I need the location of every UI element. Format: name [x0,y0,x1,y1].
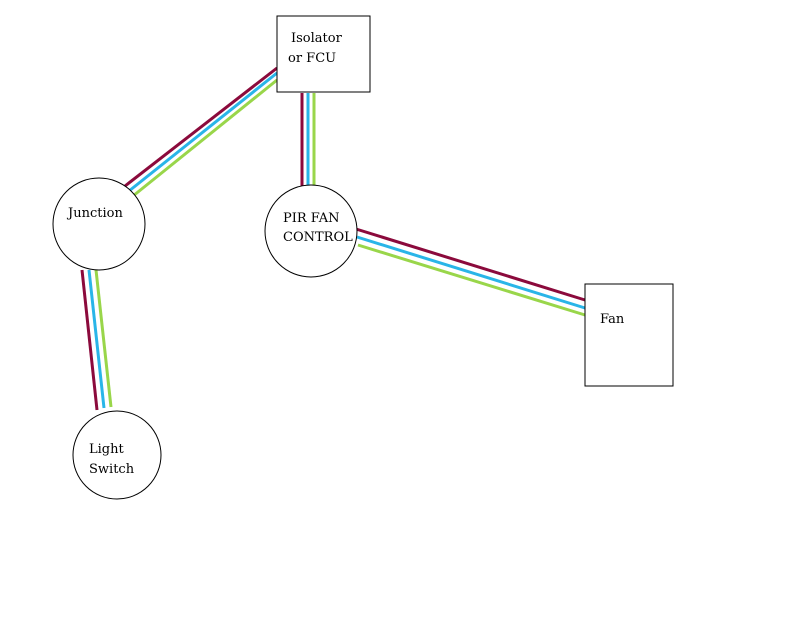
isolator-box [276,15,371,93]
wire-neutral [87,269,106,409]
wire-earth [94,269,113,408]
light-switch-circle [72,410,162,500]
cable-isolator-pir [300,93,316,187]
wire-earth [132,78,278,198]
light-switch-label-line2: Switch [89,462,135,477]
junction-label: Junction [68,206,123,221]
cable-junction-switch [80,269,113,411]
wire-neutral [356,235,586,310]
light-switch-label-line1: Light [89,442,124,457]
fan-box [584,283,674,387]
wire-live [80,269,99,411]
pir-label-line2: CONTROL [283,230,353,245]
wire-live [355,227,586,302]
wire-neutral [128,71,278,193]
cable-pir-fan [355,227,586,317]
pir-label-line1: PIR FAN [283,211,340,226]
wire-earth [357,243,586,317]
pir-fan-control-circle [264,184,358,278]
wire-live [124,66,278,188]
isolator-label-line2: or FCU [288,51,337,66]
isolator-label-line1: Isolator [291,31,342,46]
cable-isolator-junction [124,66,278,198]
junction-circle [52,177,146,271]
fan-label: Fan [600,312,625,327]
